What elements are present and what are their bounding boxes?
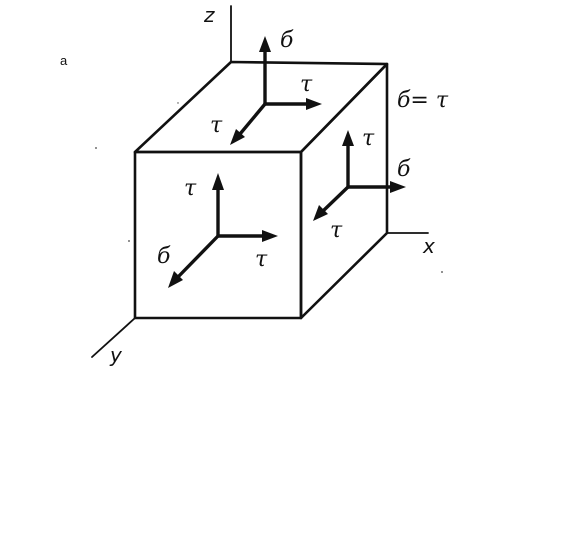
scan-specks — [95, 102, 443, 273]
front-sigma-arrowhead — [168, 271, 183, 288]
right-tau-down-arrow — [321, 185, 350, 213]
top-tau-left-arrowhead — [230, 129, 245, 145]
top-face-stresses: б τ τ — [210, 28, 322, 145]
front-tau-up-label: τ — [184, 176, 197, 201]
top-tau-right-arrowhead — [306, 98, 322, 110]
x-axis-label: x — [422, 234, 435, 258]
top-tau-right-label: τ — [300, 72, 313, 97]
right-tau-up-label: τ — [362, 126, 375, 151]
speck — [128, 240, 130, 242]
right-tau-up-arrowhead — [342, 130, 354, 146]
axes: z x y — [91, 3, 435, 367]
front-sigma-arrow — [176, 234, 220, 279]
front-tau-up-arrowhead — [212, 173, 224, 190]
cube — [133, 60, 389, 320]
front-tau-right-label: τ — [255, 247, 268, 272]
right-sigma-arrowhead — [390, 181, 406, 193]
top-sigma-arrowhead — [259, 36, 271, 52]
y-axis-label: y — [109, 343, 123, 367]
right-tau-down-arrowhead — [313, 205, 328, 221]
y-axis — [91, 317, 136, 358]
cube-right-face — [299, 62, 389, 320]
right-sigma-label: б — [397, 157, 411, 182]
top-tau-left-arrow — [238, 102, 267, 136]
front-face-stresses: τ б τ — [157, 173, 278, 288]
speck — [441, 271, 443, 273]
front-sigma-label: б — [157, 244, 171, 269]
front-tau-right-arrowhead — [262, 230, 278, 242]
speck — [95, 147, 97, 149]
top-sigma-label: б — [280, 28, 294, 53]
right-tau-down-label: τ — [330, 218, 343, 243]
sigma-equals-tau-label: б= τ — [397, 88, 449, 113]
top-tau-left-label: τ — [210, 113, 223, 138]
corner-label: a — [60, 53, 68, 68]
speck — [177, 102, 179, 104]
z-axis-label: z — [203, 3, 215, 27]
right-face-stresses: б= τ τ б τ — [313, 88, 449, 243]
